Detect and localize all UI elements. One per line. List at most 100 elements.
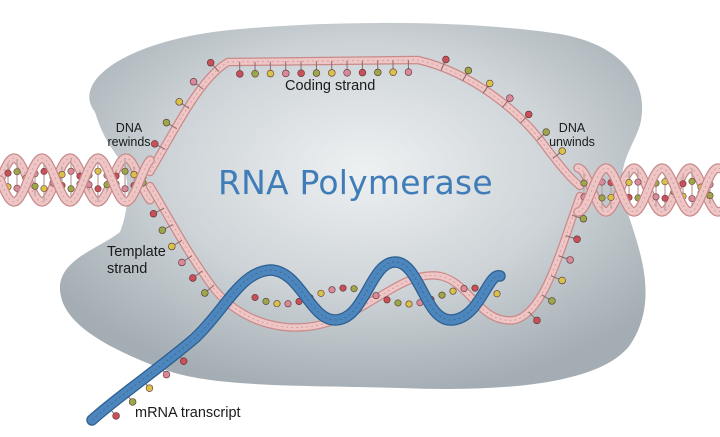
nucleotide-base: [121, 167, 129, 175]
template-strand-line2: strand: [107, 261, 148, 277]
left-helix-strand-front-ticks: [0, 157, 151, 203]
hybrid-nucleotide-base: [328, 286, 336, 294]
nucleotide-base: [328, 69, 336, 77]
dna-rewinds-line2: rewinds: [107, 135, 151, 149]
nucleotide-base: [533, 316, 541, 325]
nucleotide-base: [464, 66, 473, 75]
nucleotide-base: [13, 168, 21, 176]
left-helix-strand-front: [0, 153, 155, 207]
diagram-title: RNA Polymerase: [218, 163, 493, 202]
hybrid-nucleotide-base: [394, 299, 402, 307]
hybrid-nucleotide-base: [438, 291, 446, 299]
nucleotide-base: [343, 69, 351, 77]
nucleotide-base: [486, 79, 494, 88]
nucleotide-base: [121, 185, 129, 193]
nucleotide-base: [404, 68, 413, 76]
nucleotide-base: [566, 256, 574, 264]
hybrid-nucleotide-base: [493, 290, 501, 298]
nucleotide-base: [442, 55, 450, 64]
template-strand-label: Template strand: [107, 244, 166, 278]
hybrid-nucleotide-base: [405, 300, 413, 308]
hybrid-nucleotide-base: [449, 287, 457, 295]
nucleotide-base: [598, 194, 606, 202]
nucleotide-base: [297, 69, 305, 77]
nucleotide-base: [266, 69, 275, 78]
nucleotide-base: [634, 178, 642, 186]
nucleotide-base: [162, 370, 171, 379]
hybrid-nucleotide-base: [350, 285, 358, 293]
nucleotide-base: [558, 276, 566, 285]
right-helix-strand-front-body: [574, 164, 720, 216]
front-strands: [0, 153, 720, 426]
nucleotide-base: [548, 297, 556, 305]
nucleotide-base: [236, 70, 244, 78]
template-strand: [145, 181, 585, 332]
nucleotide-base: [67, 167, 75, 175]
hybrid-nucleotide-base: [317, 289, 325, 297]
nucleotide-base: [558, 147, 566, 155]
nucleotide-base: [201, 289, 209, 297]
dna-rewinds-label: DNA rewinds: [97, 121, 161, 149]
nucleotide-base: [94, 185, 102, 193]
rna-polymerase-enzyme: [59, 22, 646, 389]
right-helix-strand-front: [573, 163, 720, 217]
nucleotide-base: [31, 182, 39, 190]
nucleotide-base: [251, 70, 259, 78]
nucleotide-base: [4, 169, 12, 177]
nucleotide-base: [149, 210, 158, 218]
nucleotide-base: [178, 258, 186, 267]
nucleotide-base: [168, 242, 176, 251]
nucleotide-base: [67, 185, 75, 193]
nucleotide-base: [94, 167, 102, 175]
nucleotide-base: [625, 179, 633, 187]
hybrid-nucleotide-base: [273, 300, 281, 308]
nucleotide-base: [374, 68, 382, 77]
hybrid-nucleotide-base: [284, 300, 292, 308]
template-strand-line1: Template: [107, 244, 166, 260]
nucleotide-base: [542, 128, 550, 136]
nucleotide-base: [189, 78, 198, 86]
nucleotide-base: [358, 68, 367, 77]
nucleotide-base: [40, 185, 48, 193]
nucleotide-base: [179, 357, 188, 365]
nucleotide-base: [679, 180, 687, 188]
hybrid-nucleotide-base: [383, 296, 391, 304]
dna-unwinds-line2: unwinds: [549, 135, 595, 149]
nucleotide-base: [206, 59, 215, 67]
nucleotide-base: [607, 193, 615, 201]
coding-strand-label: Coding strand: [285, 78, 376, 94]
mrna-strand: [86, 256, 506, 426]
mrna-strand-ticks: [91, 261, 501, 421]
nucleotide-base: [128, 398, 137, 406]
nucleotide-base: [652, 193, 660, 201]
nucleotide-base: [151, 140, 159, 148]
hybrid-nucleotide-base: [471, 284, 479, 292]
hybrid-nucleotide-base: [460, 285, 468, 293]
hybrid-nucleotide-base: [372, 292, 380, 300]
nucleotide-base: [573, 235, 581, 243]
nucleotide-base: [162, 118, 171, 127]
dna-unwinds-line1: DNA: [558, 121, 586, 135]
dna-rewinds-line1: DNA: [115, 121, 143, 135]
nucleotide-base: [525, 110, 533, 119]
hybrid-nucleotide-base: [262, 297, 270, 305]
template-strand-ticks: [149, 185, 581, 328]
nucleotide-base: [389, 68, 397, 76]
nucleotide-base: [579, 214, 588, 223]
nucleotide-base: [688, 177, 696, 185]
nucleotide-base: [312, 69, 321, 77]
nucleotide-base: [506, 94, 514, 102]
hybrid-nucleotide-base: [339, 284, 347, 292]
nucleotide-base: [112, 412, 120, 420]
nucleotide-base: [661, 194, 669, 202]
nucleotide-base: [158, 226, 167, 234]
nucleotide-base: [189, 274, 197, 282]
nucleotide-base: [580, 179, 588, 187]
nucleotide-base: [145, 384, 154, 392]
mrna-transcript-label: mRNA transcript: [135, 405, 241, 421]
dna-unwinds-label: DNA unwinds: [540, 121, 604, 149]
hybrid-nucleotide-base: [251, 293, 259, 301]
nucleotide-base: [175, 98, 183, 106]
